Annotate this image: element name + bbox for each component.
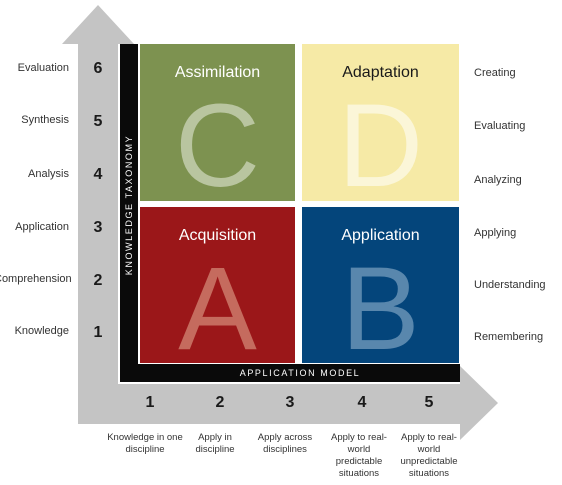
quadrant-c: Assimilation C [140,44,295,201]
quadrant-d: Adaptation D [302,44,459,201]
x-level-description: Knowledge in one discipline [107,432,183,455]
y-axis-arrow [62,5,134,424]
x-level-number: 4 [357,394,367,411]
y-level-number: 1 [93,324,103,341]
y-level-label: Comprehension [0,273,72,285]
y-level-label: Evaluation [17,62,69,74]
y-level-number: 6 [93,60,103,77]
quadrant-a-letter: A [178,243,257,363]
y-level-label: Application [15,221,69,233]
x-level-number: 2 [215,394,225,411]
x-level-description: Apply to real-world unpredictable situat… [400,432,458,479]
x-axis-title: APPLICATION MODEL [239,368,361,378]
y-level-number: 4 [93,166,103,183]
right-level-label: Understanding [474,279,546,291]
x-level-number: 3 [285,394,295,411]
right-level-label: Creating [474,67,516,79]
y-level-label: Knowledge [14,325,69,337]
x-axis-bar [120,364,460,382]
x-level-number: 1 [145,394,155,411]
right-level-label: Analyzing [474,174,522,186]
right-level-label: Evaluating [474,120,526,132]
quadrant-a: Acquisition A [140,207,295,363]
y-level-number: 5 [93,113,103,130]
quadrant-d-letter: D [337,80,424,201]
y-axis-bar [120,44,138,382]
quadrant-b-title: Application [341,227,420,244]
x-level-description: Apply across disciplines [257,432,313,455]
y-level-label: Analysis [28,168,69,180]
right-level-label: Applying [474,227,517,239]
x-level-description: Apply in discipline [195,432,235,455]
quadrant-d-title: Adaptation [342,64,419,81]
quadrant-b: Application B [302,207,459,363]
quadrant-a-title: Acquisition [178,227,257,244]
x-level-description: Apply to real-world predictable situatio… [331,432,387,479]
y-level-label: Synthesis [21,114,69,126]
x-axis-arrow [78,366,498,440]
quadrant-c-title: Assimilation [174,64,261,81]
x-level-number: 5 [424,394,434,411]
y-axis-title: KNOWLEDGE TAXONOMY [124,134,134,276]
quadrant-c-letter: C [174,80,261,201]
right-level-label: Remembering [474,331,544,343]
y-level-number: 2 [93,272,103,289]
y-level-number: 3 [93,219,103,236]
quadrant-b-letter: B [341,243,420,363]
